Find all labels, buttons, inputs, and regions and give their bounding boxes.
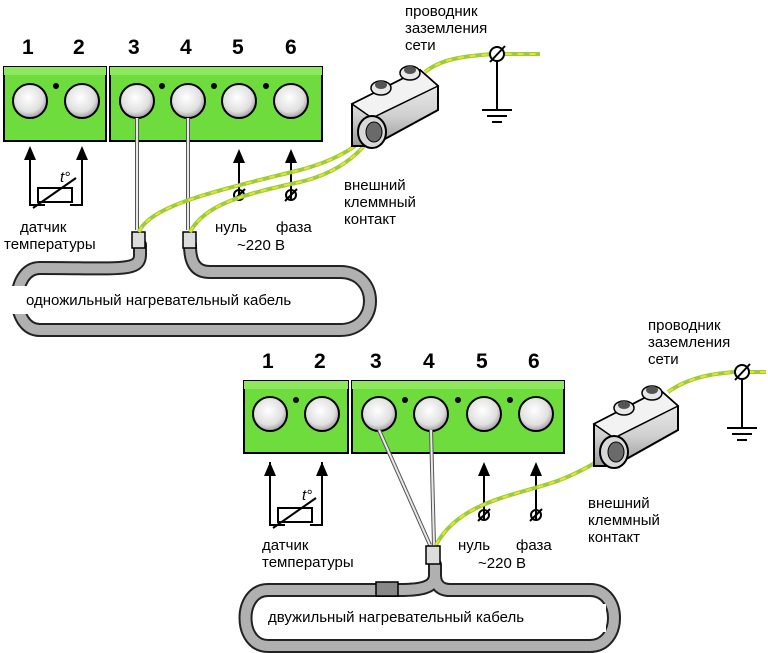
bottom-cable-end-cap — [375, 581, 399, 597]
top-sensor-label-2: температуры — [4, 236, 96, 253]
bottom-external-label-2: клеммный — [588, 512, 660, 529]
top-ground-label-3: сети — [405, 37, 436, 54]
bottom-external-lug — [592, 385, 680, 469]
top-cable-label-bg — [8, 286, 354, 314]
top-ground-conductor — [423, 45, 540, 123]
top-earth-wires — [137, 130, 374, 234]
top-voltage-label: ~220 В — [237, 237, 285, 254]
bottom-arrow-5 — [478, 462, 490, 476]
top-arrow-1 — [24, 146, 36, 160]
top-terminal-block-right — [109, 66, 323, 142]
top-terminal-number-6: 6 — [285, 36, 297, 59]
top-sensor-label-1: датчик — [20, 219, 67, 236]
bottom-ground-label-2: заземления — [648, 334, 730, 351]
top-cable-wires — [131, 118, 197, 249]
top-external-label-3: контакт — [344, 211, 396, 228]
bottom-terminal-block-right — [351, 380, 565, 454]
bottom-terminal-number-5: 5 — [476, 350, 488, 373]
bottom-terminal-number-2: 2 — [314, 350, 326, 373]
top-sensor-wiring — [29, 150, 83, 209]
top-terminal-number-3: 3 — [128, 36, 140, 59]
top-cable-label: одножильный нагревательный кабель — [26, 292, 291, 309]
top-terminal-number-1: 1 — [22, 36, 34, 59]
top-ground-label-2: заземления — [405, 20, 487, 37]
bottom-sensor-label-1: датчик — [262, 537, 309, 554]
top-arrow-2 — [76, 146, 88, 160]
bottom-voltage-label: ~220 В — [478, 555, 526, 572]
bottom-terminal-block-left — [243, 380, 349, 454]
bottom-cable-label-bg — [258, 604, 606, 632]
bottom-cable-label: двужильный нагревательный кабель — [268, 609, 524, 626]
top-external-label-1: внешний — [344, 177, 406, 194]
top-arrow-6 — [285, 149, 297, 163]
bottom-arrow-1 — [264, 462, 276, 476]
bottom-diagram: 1 2 3 4 5 6 — [238, 317, 766, 653]
bottom-ground-conductor — [666, 363, 766, 441]
top-phase-label: фаза — [276, 219, 312, 236]
bottom-external-label-3: контакт — [588, 529, 640, 546]
bottom-neutral-label: нуль — [458, 537, 490, 554]
top-diagram: 1 2 3 4 5 6 — [3, 3, 540, 337]
bottom-phase-label: фаза — [516, 537, 552, 554]
bottom-thermo-symbol: t° — [302, 487, 312, 504]
top-terminal-block-left — [3, 66, 107, 142]
bottom-supply-wiring — [477, 476, 543, 522]
bottom-terminal-number-3: 3 — [370, 350, 382, 373]
top-terminal-number-2: 2 — [73, 36, 85, 59]
bottom-terminal-number-6: 6 — [528, 350, 540, 373]
bottom-terminal-number-4: 4 — [423, 350, 435, 373]
bottom-external-label-1: внешний — [588, 495, 650, 512]
bottom-ground-label-1: проводник — [648, 317, 721, 334]
bottom-heating-cable — [240, 560, 619, 651]
top-ground-label-1: проводник — [405, 3, 478, 20]
top-terminal-number-5: 5 — [232, 36, 244, 59]
top-external-label-2: клеммный — [344, 194, 416, 211]
bottom-sensor-wiring — [269, 462, 323, 529]
bottom-arrow-6 — [530, 462, 542, 476]
bottom-ground-label-3: сети — [648, 351, 679, 368]
top-thermo-symbol: t° — [60, 169, 70, 186]
top-terminal-number-4: 4 — [180, 36, 192, 59]
bottom-terminal-number-1: 1 — [262, 350, 274, 373]
top-neutral-label: нуль — [215, 219, 247, 236]
bottom-sensor-label-2: температуры — [262, 554, 354, 571]
top-heating-cable — [12, 240, 375, 335]
top-external-lug — [350, 65, 440, 149]
bottom-arrow-2 — [316, 462, 328, 476]
top-arrow-5 — [233, 149, 245, 163]
